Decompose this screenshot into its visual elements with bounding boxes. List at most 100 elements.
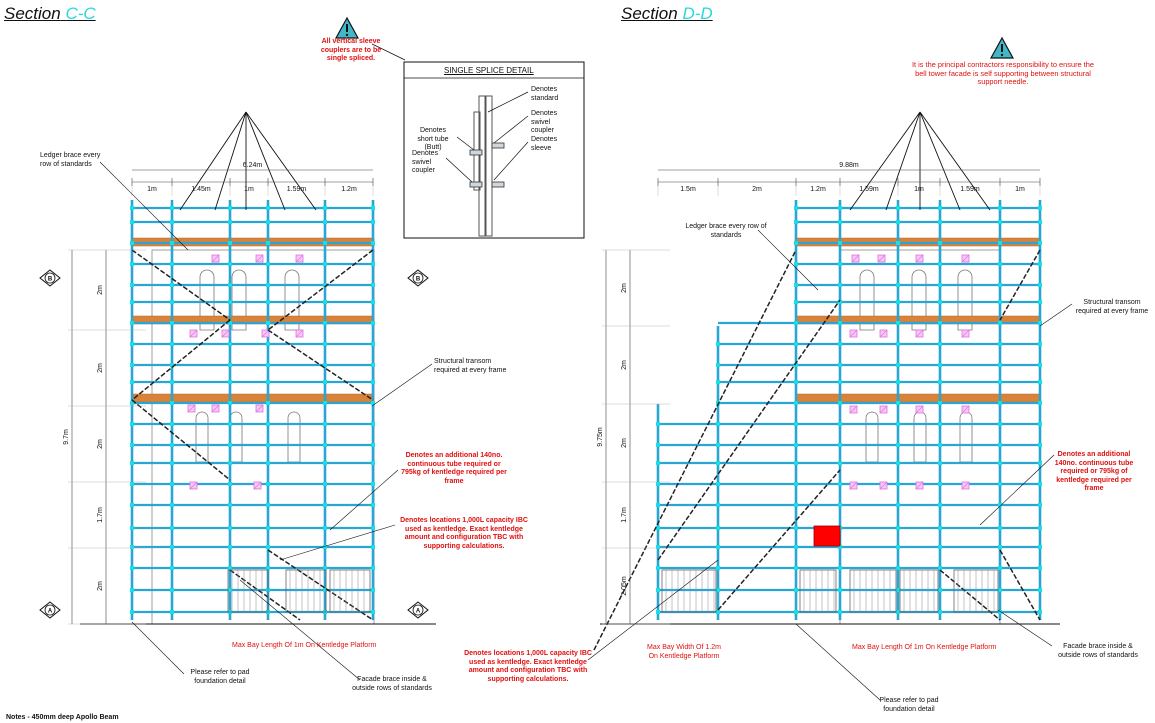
- right-lift-height-3: 1.7m: [621, 507, 628, 523]
- left-node: [371, 241, 375, 245]
- left-node: [228, 482, 232, 486]
- right-window-5: [959, 411, 973, 463]
- right-node: [656, 526, 660, 530]
- right-ibc-3: [899, 569, 939, 613]
- left-kentledge-marker-x: [261, 329, 270, 338]
- right-node: [896, 241, 900, 245]
- left-node: [371, 588, 375, 592]
- right-roof-line-0: [849, 111, 921, 211]
- right-bay-width-6: 1m: [1015, 186, 1025, 193]
- right-node: [794, 262, 798, 266]
- right-node: [938, 482, 942, 486]
- right-kentledge-marker-x: [879, 481, 888, 490]
- section-cc-title: Section C-C: [4, 4, 96, 23]
- right-node: [1038, 283, 1042, 287]
- section-dd-title: Section D-D: [621, 4, 713, 23]
- right-node: [998, 545, 1002, 549]
- left-node: [323, 545, 327, 549]
- left-kentledge-marker-x: [211, 404, 220, 413]
- left-node: [266, 422, 270, 426]
- left-node: [130, 610, 134, 614]
- left-node: [371, 300, 375, 304]
- left-node: [371, 363, 375, 367]
- warning-icon-left-dot: [345, 33, 349, 37]
- left-node: [170, 401, 174, 405]
- left-facade-note: Facade brace inside & outside rows of st…: [352, 676, 432, 692]
- left-node: [323, 482, 327, 486]
- left-lift-height-3: 1.7m: [97, 507, 104, 523]
- right-node: [998, 461, 1002, 465]
- right-kentledge-marker-x: [961, 481, 970, 490]
- left-window-3: [195, 411, 209, 463]
- right-node: [896, 401, 900, 405]
- left-node: [266, 241, 270, 245]
- left-node: [228, 503, 232, 507]
- right-node: [896, 610, 900, 614]
- right-ibc-highlight: [813, 525, 841, 547]
- left-node: [371, 262, 375, 266]
- right-node: [838, 342, 842, 346]
- right-node: [838, 443, 842, 447]
- right-kentledge-marker-x: [849, 329, 858, 338]
- left-node: [371, 283, 375, 287]
- left-brace-2: [131, 399, 231, 481]
- left-node: [323, 443, 327, 447]
- right-brace-0: [593, 249, 797, 651]
- splice-coupler-2: [491, 142, 505, 149]
- right-node: [794, 422, 798, 426]
- right-window-3: [865, 411, 879, 463]
- left-node: [228, 422, 232, 426]
- right-node: [656, 503, 660, 507]
- right-node: [938, 241, 942, 245]
- right-kentledge-marker-x: [915, 329, 924, 338]
- left-roof-line-0: [179, 111, 247, 211]
- right-node: [716, 503, 720, 507]
- right-kentledge-marker-x: [961, 405, 970, 414]
- left-node: [170, 526, 174, 530]
- left-node: [323, 300, 327, 304]
- splice-coupler-0: [469, 149, 483, 156]
- left-node: [323, 342, 327, 346]
- left-node: [371, 422, 375, 426]
- left-node: [371, 321, 375, 325]
- left-node: [130, 461, 134, 465]
- left-node: [170, 588, 174, 592]
- right-node: [794, 588, 798, 592]
- splice-label-sleeve: Denotes sleeve: [531, 136, 558, 152]
- left-node: [130, 363, 134, 367]
- right-node: [938, 401, 942, 405]
- right-roof-line-3: [919, 111, 961, 211]
- right-kentledge-marker-x: [851, 254, 860, 263]
- left-brace-4: [267, 329, 374, 401]
- right-node: [998, 363, 1002, 367]
- right-node: [1038, 588, 1042, 592]
- right-node: [896, 588, 900, 592]
- left-brace-3: [267, 249, 374, 331]
- left-node: [228, 241, 232, 245]
- right-node: [896, 262, 900, 266]
- right-node: [896, 461, 900, 465]
- left-node: [170, 283, 174, 287]
- note-leader-8: [979, 454, 1055, 526]
- right-window-1: [911, 269, 927, 331]
- right-node: [896, 566, 900, 570]
- right-node: [794, 206, 798, 210]
- left-node: [130, 206, 134, 210]
- right-ibc-2: [849, 569, 897, 613]
- right-kentledge-marker-x: [961, 329, 970, 338]
- warning-sleeve-couplers: All vertical sleeve couplers are to be s…: [320, 38, 382, 63]
- note-leader-4: [131, 621, 185, 675]
- left-node: [323, 526, 327, 530]
- warning-icon-right-dot: [1000, 53, 1004, 57]
- right-facade-note: Facade brace inside & outside rows of st…: [1058, 643, 1138, 659]
- left-kentledge-marker-x: [253, 481, 262, 490]
- right-kentledge-marker-x: [915, 481, 924, 490]
- right-node: [896, 342, 900, 346]
- left-node: [371, 443, 375, 447]
- left-node: [170, 461, 174, 465]
- right-bay-width-0: 1.5m: [680, 186, 696, 193]
- right-node: [716, 380, 720, 384]
- splice-label-standard: Denotes standard: [531, 86, 559, 102]
- left-node: [170, 363, 174, 367]
- right-node: [716, 526, 720, 530]
